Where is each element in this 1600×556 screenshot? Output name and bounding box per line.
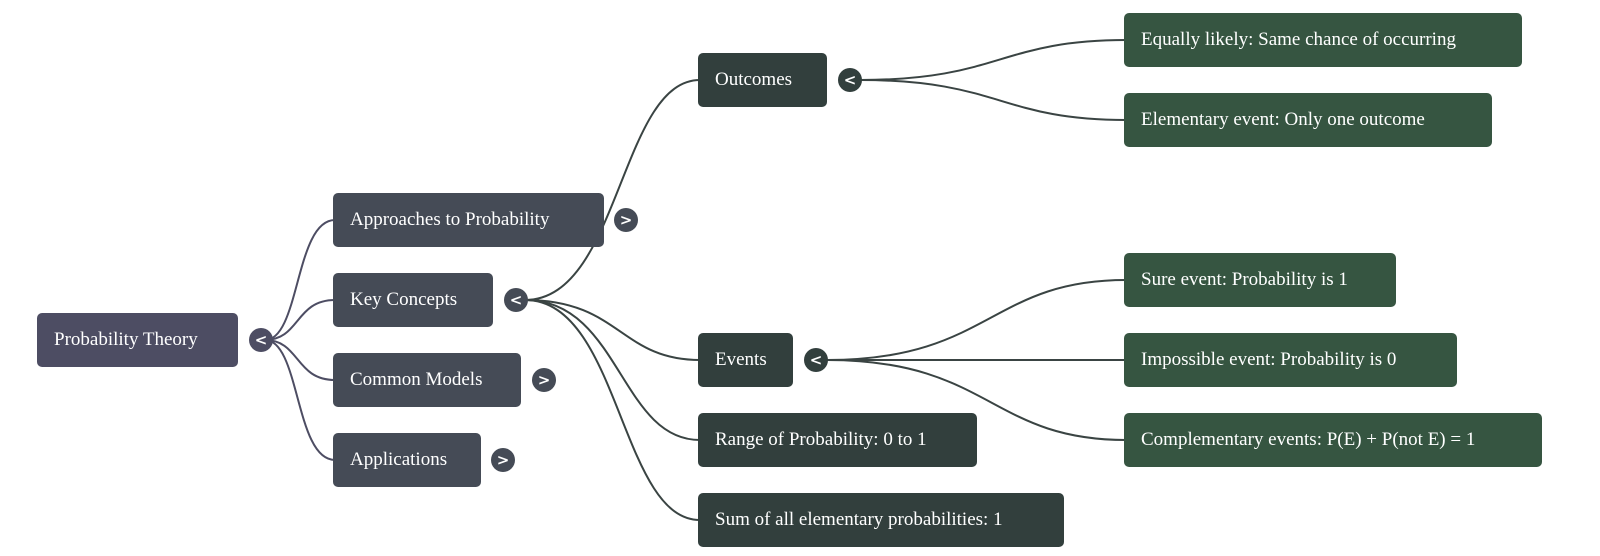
- link-key-events: [524, 299, 701, 361]
- approaches-expand-toggle[interactable]: >: [614, 208, 638, 232]
- leaf-complementary-events[interactable]: Complementary events: P(E) + P(not E) = …: [1124, 413, 1542, 467]
- link-events-complementary: [826, 359, 1127, 441]
- branch-common-models[interactable]: Common Models: [333, 353, 521, 407]
- leaf-equally-likely[interactable]: Equally likely: Same chance of occurring: [1124, 13, 1522, 67]
- key-concepts-collapse-toggle[interactable]: <: [504, 288, 528, 312]
- root-collapse-toggle[interactable]: <: [249, 328, 273, 352]
- link-root-key-concepts: [264, 299, 336, 341]
- branch-applications[interactable]: Applications: [333, 433, 481, 487]
- concept-outcomes[interactable]: Outcomes: [698, 53, 827, 107]
- root-node[interactable]: Probability Theory: [37, 313, 238, 367]
- link-key-sum: [524, 299, 701, 521]
- link-events-sure: [826, 279, 1127, 361]
- branch-key-concepts[interactable]: Key Concepts: [333, 273, 493, 327]
- concept-range-of-probability[interactable]: Range of Probability: 0 to 1: [698, 413, 977, 467]
- link-outcomes-elementary-event: [859, 79, 1127, 121]
- branch-approaches-to-probability[interactable]: Approaches to Probability: [333, 193, 604, 247]
- leaf-impossible-event[interactable]: Impossible event: Probability is 0: [1124, 333, 1457, 387]
- link-root-common-models: [264, 339, 336, 381]
- concept-events[interactable]: Events: [698, 333, 793, 387]
- link-root-applications: [264, 339, 336, 461]
- applications-expand-toggle[interactable]: >: [491, 448, 515, 472]
- leaf-sure-event[interactable]: Sure event: Probability is 1: [1124, 253, 1396, 307]
- concept-sum-of-probabilities[interactable]: Sum of all elementary probabilities: 1: [698, 493, 1064, 547]
- common-models-expand-toggle[interactable]: >: [532, 368, 556, 392]
- link-outcomes-equally-likely: [859, 39, 1127, 81]
- link-key-range: [524, 299, 701, 441]
- link-root-approaches: [264, 219, 336, 341]
- events-collapse-toggle[interactable]: <: [804, 348, 828, 372]
- leaf-elementary-event[interactable]: Elementary event: Only one outcome: [1124, 93, 1492, 147]
- outcomes-collapse-toggle[interactable]: <: [838, 68, 862, 92]
- link-key-outcomes: [524, 79, 701, 301]
